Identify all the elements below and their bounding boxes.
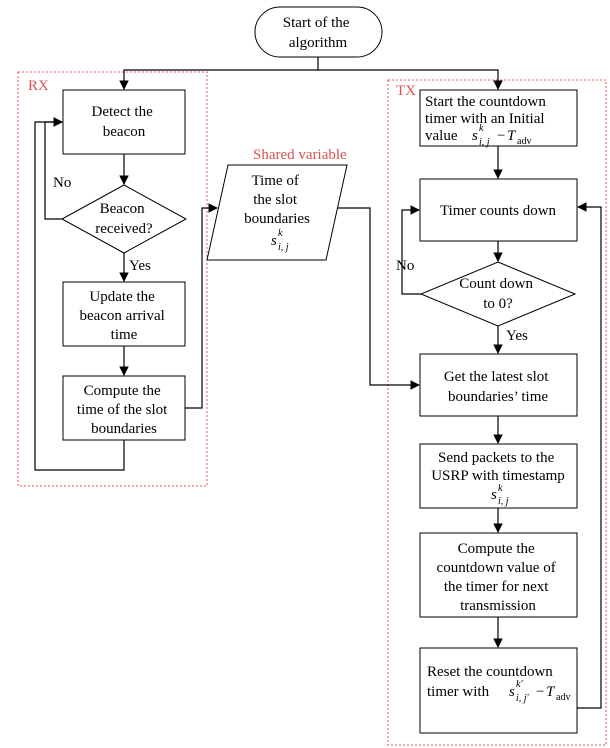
send-packets-box	[419, 443, 578, 509]
tx-yes-label: Yes	[506, 328, 528, 344]
update-arrival-box	[62, 281, 186, 347]
edge-start-to-tx	[318, 69, 503, 90]
beacon-received-decision	[60, 184, 188, 254]
detect-beacon-text: Detect the beacon	[92, 104, 157, 140]
rx-yes-label: Yes	[129, 258, 151, 274]
count-zero-decision	[419, 261, 577, 327]
tx-group	[387, 79, 607, 746]
compute-slot-text: Compute the time of the slot boundaries	[77, 383, 171, 437]
start-node-text: Start of the algorithm	[283, 15, 353, 51]
update-arrival-text: Update the beacon arrival time	[79, 289, 168, 343]
tx-no-label: No	[396, 258, 414, 274]
edge-compute-to-shared	[185, 203, 218, 409]
edge-compute-loop-back	[34, 117, 125, 471]
count-zero-text: Count down to 0?	[459, 276, 537, 312]
edge-count-no-loop	[401, 205, 421, 295]
edge-shared-to-get-latest	[338, 207, 420, 390]
edge-decision-no-loop	[44, 117, 63, 220]
compute-countdown-text: Compute the countdown value of the timer…	[437, 541, 560, 614]
send-packets-text: Send packets to the USRP with timestamp	[431, 450, 565, 484]
rx-no-label: No	[53, 175, 71, 191]
get-latest-text: Get the latest slot boundaries’ time	[444, 369, 552, 405]
reset-timer-box	[419, 647, 578, 734]
timer-counts-box	[419, 178, 578, 242]
detect-beacon-box	[62, 89, 186, 155]
start-timer-text: Start the countdown timer with an Initia…	[425, 94, 550, 144]
shared-variable-label: Shared variable	[253, 147, 347, 163]
rx-group-label: RX	[28, 78, 49, 94]
get-latest-box	[419, 353, 578, 417]
timer-counts-text: Timer counts down	[440, 203, 557, 219]
reset-timer-text: Reset the countdown timer with	[427, 664, 557, 700]
compute-slot-box	[62, 375, 186, 441]
rx-group	[17, 71, 208, 487]
start-timer-box	[419, 89, 578, 147]
beacon-received-text: Beacon received?	[95, 201, 153, 237]
shared-variable-text: Time of the slot boundaries	[244, 173, 310, 227]
tx-group-label: TX	[396, 83, 416, 99]
edge-start-to-rx	[119, 57, 319, 90]
edge-reset-loop-back	[577, 202, 602, 709]
compute-countdown-box	[419, 532, 578, 618]
shared-variable-box	[206, 164, 348, 261]
